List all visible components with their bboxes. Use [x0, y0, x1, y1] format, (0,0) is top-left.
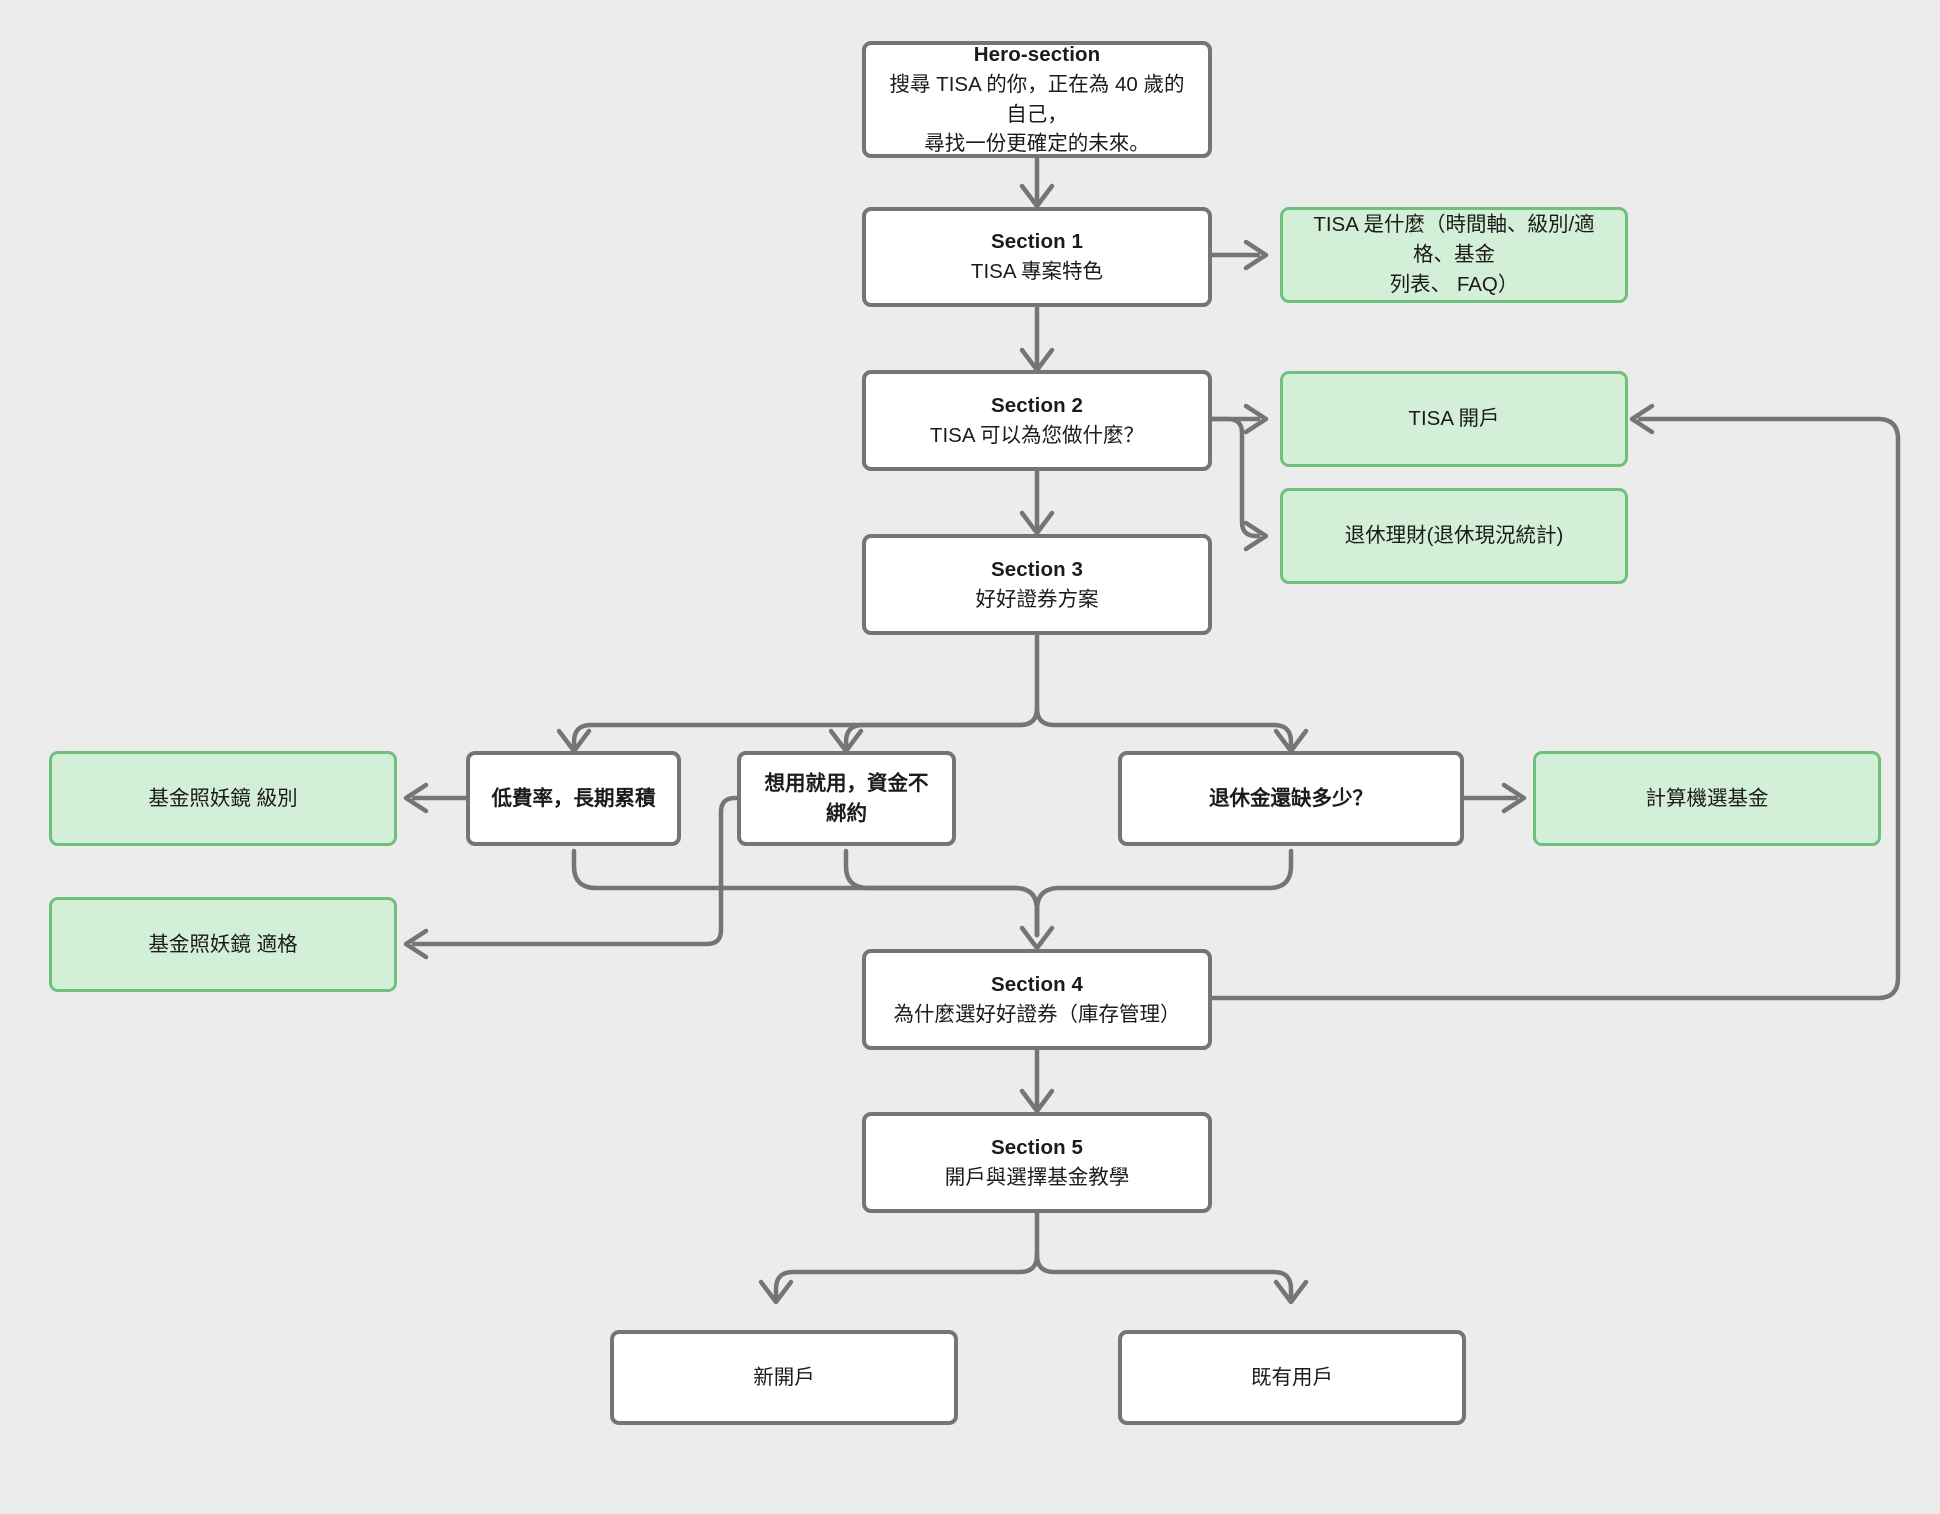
node-section3-subtitle: 好好證券方案: [975, 587, 1099, 611]
node-tisa-open-account-label: TISA 開戶: [1408, 407, 1500, 431]
edge-section2-to-retirefin: [1209, 416, 1261, 539]
node-section5[interactable]: Section 5 開戶與選擇基金教學: [862, 1112, 1212, 1213]
node-flexible-funds-label: 想用就用，資金不綁約: [764, 771, 929, 825]
arrowhead-pension-to-calculator: [1501, 782, 1527, 814]
node-tisa-what-is[interactable]: TISA 是什麼（時間軸、級別/適格、基金 列表、 FAQ）: [1280, 207, 1628, 303]
node-section5-subtitle: 開戶與選擇基金教學: [944, 1165, 1130, 1189]
edge-section5-to-newuser: [773, 1252, 1040, 1299]
node-section4-title: Section 4: [990, 972, 1084, 996]
node-section2-title: Section 2: [990, 393, 1084, 417]
arrowhead-section2-to-retirefin: [1243, 520, 1269, 552]
node-section3[interactable]: Section 3 好好證券方案: [862, 534, 1212, 635]
arrowhead-section5-to-newuser: [758, 1279, 794, 1305]
arrowhead-to-section4: [1019, 925, 1055, 951]
node-fund-mirror-eligible-label: 基金照妖鏡 適格: [148, 932, 298, 956]
arrowhead-flexible-to-mirrorfit: [403, 928, 429, 960]
edge-section3-to-pension: [1034, 705, 1294, 748]
arrowhead-section4-to-tisaopen: [1629, 403, 1655, 435]
arrowhead-section1-to-tisawhat: [1243, 239, 1269, 271]
node-retirement-finance-label: 退休理財(退休現況統計): [1344, 524, 1564, 548]
arrowhead-section4-to-section5: [1019, 1088, 1055, 1114]
node-hero-subtitle: 搜尋 TISA 的你，正在為 40 歲的自己， 尋找一份更確定的未來。: [889, 72, 1185, 156]
arrowhead-section2-to-tisaopen: [1243, 403, 1269, 435]
node-tisa-what-is-label: TISA 是什麼（時間軸、級別/適格、基金 列表、 FAQ）: [1313, 213, 1595, 296]
node-section2[interactable]: Section 2 TISA 可以為您做什麼？: [862, 370, 1212, 471]
node-fund-mirror-eligible[interactable]: 基金照妖鏡 適格: [49, 897, 397, 992]
node-fund-calculator[interactable]: 計算機選基金: [1533, 751, 1881, 846]
node-existing-user[interactable]: 既有用戶: [1118, 1330, 1466, 1425]
edge-flexible-to-section4: [843, 848, 1040, 938]
node-section3-title: Section 3: [990, 557, 1084, 581]
node-pension-gap-label: 退休金還缺多少？: [1209, 786, 1373, 810]
arrowhead-section3-to-pension: [1273, 728, 1309, 754]
arrowhead-section3-to-lowfee: [556, 728, 592, 754]
node-section1-subtitle: TISA 專案特色: [970, 260, 1104, 283]
node-hero-section[interactable]: Hero-section 搜尋 TISA 的你，正在為 40 歲的自己， 尋找一…: [862, 41, 1212, 158]
node-pension-gap[interactable]: 退休金還缺多少？: [1118, 751, 1464, 846]
node-section2-subtitle: TISA 可以為您做什麼？: [929, 423, 1145, 447]
node-hero-title: Hero-section: [973, 43, 1101, 67]
edge-section3-to-flexible: [843, 705, 1040, 748]
node-flexible-funds[interactable]: 想用就用，資金不綁約: [737, 751, 956, 846]
node-section1-title: Section 1: [990, 230, 1084, 254]
arrowhead-lowfee-to-mirrorlvl: [403, 782, 429, 814]
node-section4-subtitle: 為什麼選好好證券（庫存管理）: [893, 1002, 1181, 1026]
node-section4[interactable]: Section 4 為什麼選好好證券（庫存管理）: [862, 949, 1212, 1050]
node-tisa-open-account[interactable]: TISA 開戶: [1280, 371, 1628, 467]
edge-section5-to-existing: [1034, 1252, 1294, 1299]
node-section5-title: Section 5: [990, 1135, 1084, 1159]
node-section1[interactable]: Section 1 TISA 專案特色: [862, 207, 1212, 307]
edge-lowfee-to-section4: [571, 848, 1040, 938]
node-existing-user-label: 既有用戶: [1251, 1365, 1333, 1389]
arrowhead-section3-to-flexible: [828, 728, 864, 754]
arrowhead-hero-to-section1: [1019, 183, 1055, 209]
arrowhead-section1-to-section2: [1019, 347, 1055, 373]
node-retirement-finance[interactable]: 退休理財(退休現況統計): [1280, 488, 1628, 584]
edge-section3-to-lowfee: [571, 705, 1040, 748]
edge-pension-to-section4: [1034, 848, 1294, 938]
node-fund-mirror-level[interactable]: 基金照妖鏡 級別: [49, 751, 397, 846]
node-fund-mirror-level-label: 基金照妖鏡 級別: [148, 786, 298, 810]
node-low-fee-label: 低費率，長期累積: [491, 786, 656, 810]
node-low-fee[interactable]: 低費率，長期累積: [466, 751, 681, 846]
node-new-account[interactable]: 新開戶: [610, 1330, 958, 1425]
node-new-account-label: 新開戶: [753, 1365, 815, 1389]
arrowhead-section5-to-existing: [1273, 1279, 1309, 1305]
arrowhead-section2-to-section3: [1019, 510, 1055, 536]
node-fund-calculator-label: 計算機選基金: [1645, 786, 1769, 810]
